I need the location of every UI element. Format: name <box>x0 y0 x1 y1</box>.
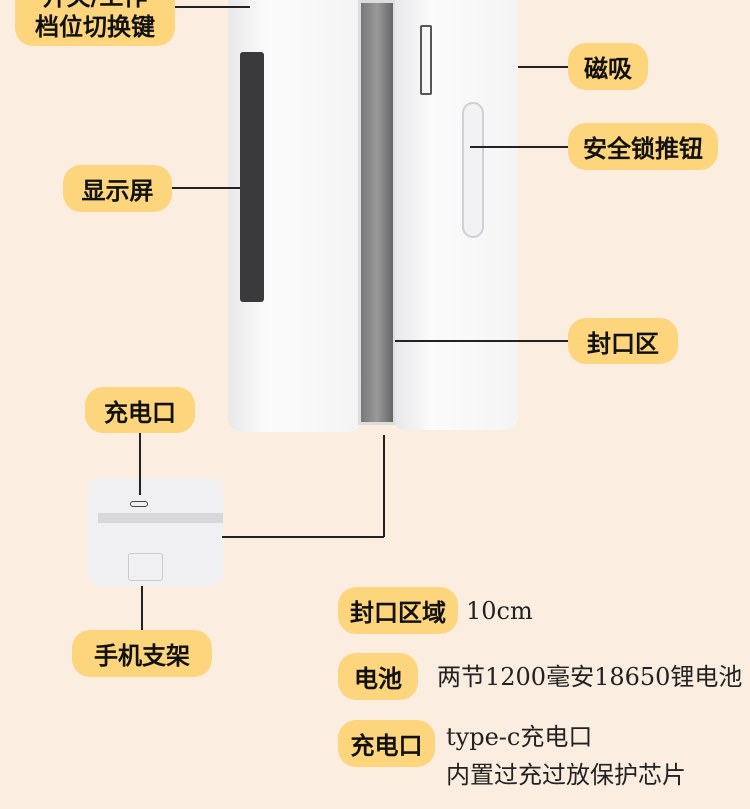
spec-value-charge-port: type-c充电口 <box>446 723 593 751</box>
label-phone-stand: 手机支架 <box>72 630 212 677</box>
leader-line <box>222 536 384 538</box>
label-switch-key: 开关/工作 档位切换键 <box>15 0 175 46</box>
safety-lock-button <box>462 102 484 238</box>
leader-line <box>139 433 141 495</box>
spec-label-seal-area: 封口区域 <box>338 587 458 634</box>
label-switch-line2: 档位切换键 <box>35 13 155 41</box>
magnet-slot <box>420 25 432 95</box>
label-magnet: 磁吸 <box>568 43 648 90</box>
spec-value-charge-protection: 内置过充过放保护芯片 <box>446 761 686 789</box>
stand-slot <box>98 513 223 523</box>
leader-line <box>172 187 240 189</box>
stand-hinge <box>128 553 163 581</box>
spec-value-battery: 两节1200毫安18650锂电池 <box>437 663 743 691</box>
display-screen <box>240 52 264 302</box>
leader-line <box>395 340 568 342</box>
leader-line <box>141 586 143 630</box>
spec-value-seal-area: 10cm <box>466 597 533 625</box>
label-display: 显示屏 <box>63 165 172 212</box>
leader-line <box>470 146 568 148</box>
label-switch-line1: 开关/工作 <box>43 0 148 12</box>
label-safety-lock: 安全锁推钮 <box>568 123 718 170</box>
leader-line <box>518 66 568 68</box>
spec-label-battery: 电池 <box>338 653 418 700</box>
usb-c-port <box>130 501 148 507</box>
leader-line <box>175 6 250 8</box>
sealing-strip <box>358 0 396 425</box>
spec-label-charge-port: 充电口 <box>338 720 435 767</box>
phone-stand-image <box>88 478 223 586</box>
sealer-device-right-panel <box>395 0 518 430</box>
label-seal-area: 封口区 <box>568 318 678 364</box>
label-charge-port: 充电口 <box>85 387 195 433</box>
leader-line <box>383 435 385 537</box>
